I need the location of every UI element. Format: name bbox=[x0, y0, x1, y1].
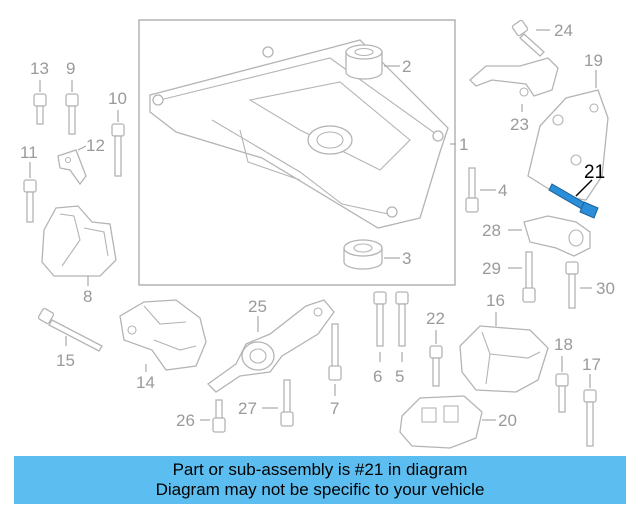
part-17-bolt bbox=[583, 389, 597, 447]
part-16-mount bbox=[459, 325, 549, 393]
part-20-mount bbox=[399, 395, 483, 449]
part-2-bushing bbox=[345, 44, 383, 80]
part-30-bolt bbox=[565, 261, 579, 309]
part-14-trans-mount bbox=[119, 299, 207, 371]
callout-16: 16 bbox=[486, 291, 505, 310]
callout-11: 11 bbox=[20, 143, 38, 162]
callout-18: 18 bbox=[554, 335, 573, 354]
part-25-torque-strut bbox=[206, 299, 335, 393]
parts-diagram: 1 2 3 4 6 5 7 bbox=[20, 19, 615, 449]
part-7-bolt bbox=[328, 323, 342, 381]
part-5-bolt bbox=[395, 291, 409, 347]
part-4-bolt bbox=[465, 167, 479, 213]
part-15-bolt bbox=[37, 307, 103, 352]
callout-29: 29 bbox=[482, 259, 501, 278]
notice-banner: Part or sub-assembly is #21 in diagram D… bbox=[14, 456, 626, 504]
subframe-panel-frame bbox=[138, 19, 456, 286]
part-28-bracket bbox=[523, 215, 591, 257]
callout-7: 7 bbox=[330, 399, 339, 418]
callout-22: 22 bbox=[426, 309, 445, 328]
part-26-bolt bbox=[212, 399, 226, 433]
notice-line-1: Part or sub-assembly is #21 in diagram bbox=[172, 460, 468, 479]
part-24-bolt bbox=[511, 19, 545, 57]
part-18-bolt bbox=[555, 373, 569, 413]
callout-21-leader bbox=[575, 179, 593, 197]
callout-2: 2 bbox=[402, 57, 411, 76]
callout-24: 24 bbox=[554, 21, 573, 40]
callout-5: 5 bbox=[395, 367, 404, 386]
part-12-bracket bbox=[57, 149, 87, 186]
part-13-bolt bbox=[33, 93, 47, 125]
callout-25: 25 bbox=[248, 297, 267, 316]
part-23-bracket bbox=[469, 57, 559, 97]
callout-13: 13 bbox=[30, 59, 49, 78]
part-29-bolt bbox=[522, 251, 536, 303]
callout-30: 30 bbox=[596, 279, 615, 298]
callout-10: 10 bbox=[108, 89, 127, 108]
callout-21: 21 bbox=[584, 162, 605, 183]
callout-3: 3 bbox=[402, 249, 411, 268]
callout-26: 26 bbox=[176, 411, 195, 430]
part-22-bolt bbox=[429, 345, 443, 387]
part-11-bolt bbox=[23, 179, 37, 223]
part-19-bracket bbox=[527, 89, 609, 201]
callout-9: 9 bbox=[66, 59, 75, 78]
callout-23: 23 bbox=[510, 115, 529, 134]
part-9-bolt bbox=[65, 93, 79, 135]
callout-27: 27 bbox=[238, 399, 257, 418]
callout-19: 19 bbox=[584, 51, 603, 70]
callout-17: 17 bbox=[582, 355, 601, 374]
callout-6: 6 bbox=[373, 367, 382, 386]
callout-12: 12 bbox=[86, 136, 105, 155]
part-10-bolt bbox=[111, 123, 125, 177]
part-21-bolt-highlighted bbox=[548, 183, 599, 219]
callout-14: 14 bbox=[136, 373, 155, 392]
part-6-bolt bbox=[373, 291, 387, 347]
callout-20: 20 bbox=[498, 411, 517, 430]
part-8-engine-mount bbox=[41, 205, 117, 277]
part-3-bushing bbox=[343, 239, 383, 270]
part-27-bolt bbox=[280, 379, 294, 427]
notice-line-2: Diagram may not be specific to your vehi… bbox=[155, 480, 485, 499]
callout-4: 4 bbox=[498, 181, 507, 200]
callout-1: 1 bbox=[459, 135, 468, 154]
part-1-subframe bbox=[149, 39, 449, 229]
callout-28: 28 bbox=[482, 221, 501, 240]
callout-15: 15 bbox=[56, 351, 75, 370]
callout-8: 8 bbox=[83, 287, 92, 306]
